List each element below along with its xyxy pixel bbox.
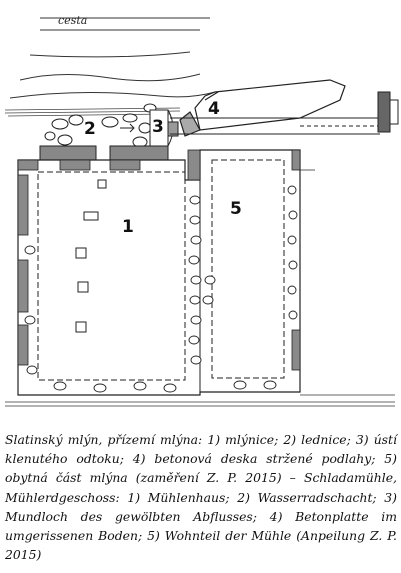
wall-stones [24,185,298,393]
wheel-shaft-walls [39,109,169,161]
ground-hatching [5,169,395,407]
label-4: 4 [208,99,220,119]
figure-caption: Slatinský mlýn, přízemí mlýna: 1) mlýnic… [5,432,397,563]
outflow-channel [170,91,399,135]
flow-arrow [120,123,135,133]
label-5: 5 [230,199,242,219]
machine-bases [75,179,107,333]
floor-plan-figure: cesta [4,14,399,407]
label-2: 2 [84,119,96,139]
road-label: cesta [58,14,87,27]
room-1-outline [37,171,201,392]
label-1: 1 [122,217,134,237]
floor-plan-drawing: cesta [4,14,399,407]
arch-outlet [167,109,179,147]
concrete-slab [179,79,346,137]
wall-sections [17,149,301,371]
channel-stones [44,103,157,148]
label-3: 3 [152,117,164,137]
room-5-outline [211,159,285,379]
building-outer-wall [17,149,301,396]
road-lines [9,17,216,99]
